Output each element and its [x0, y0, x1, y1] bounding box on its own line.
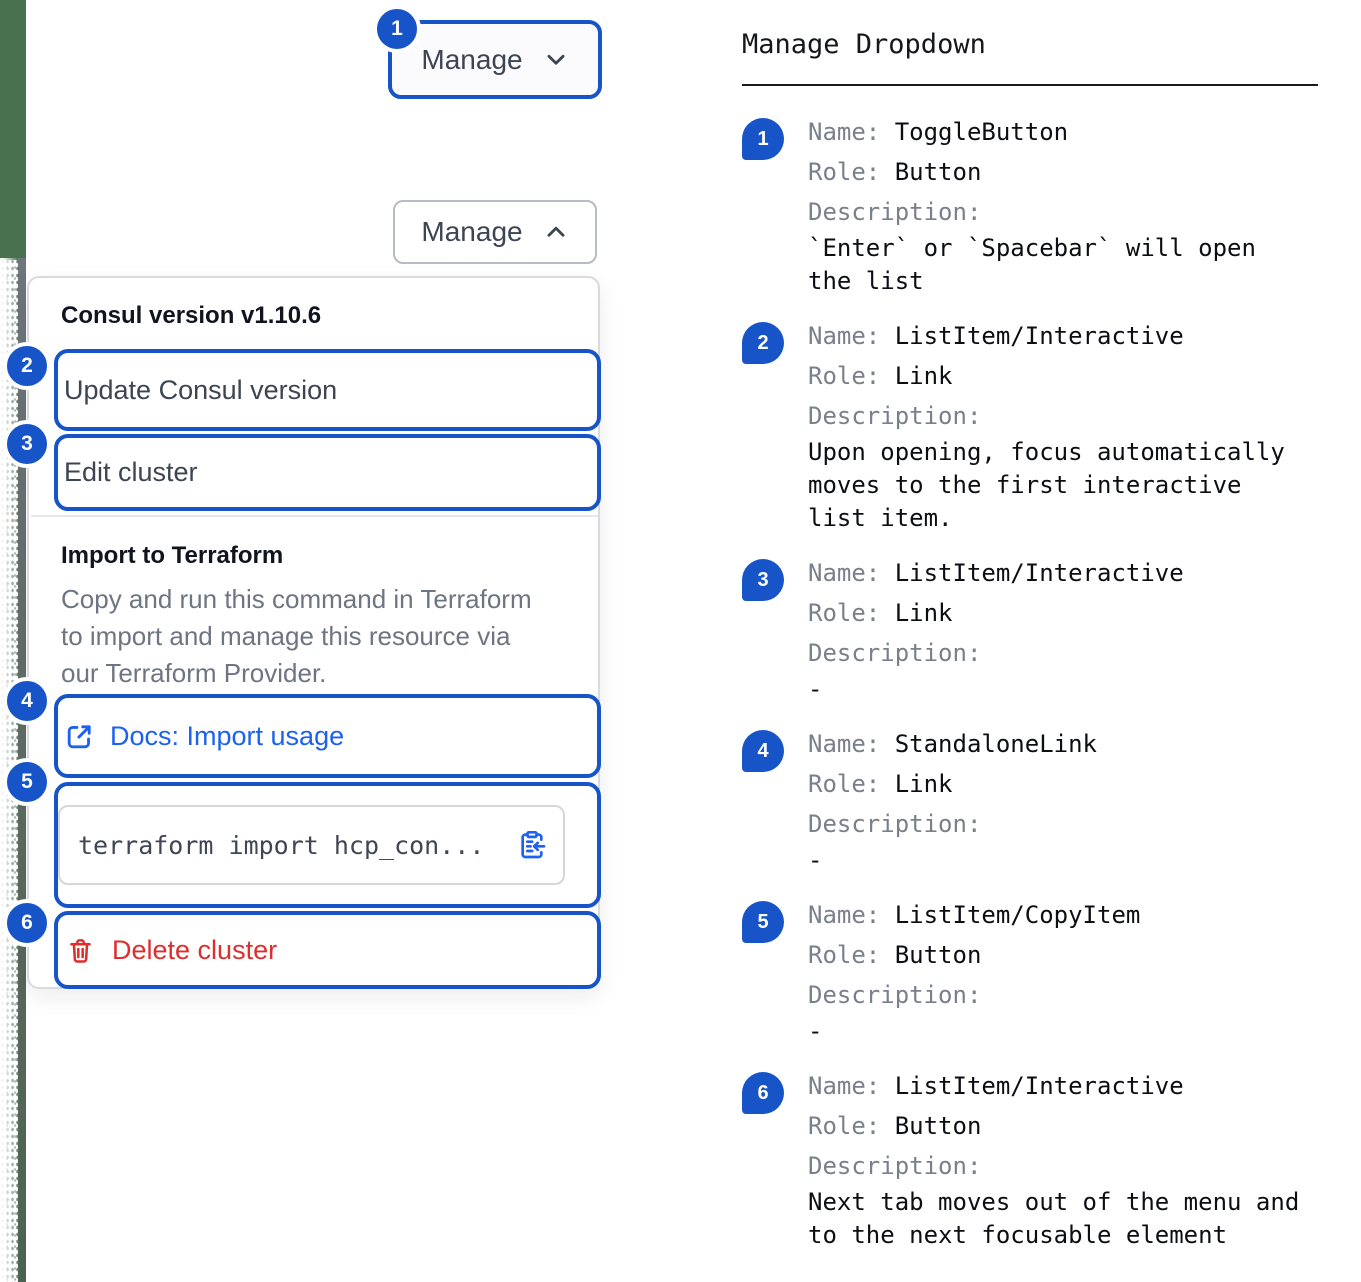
legend-role-line: Role: Link — [808, 362, 953, 390]
annotation-badge-1: 1 — [373, 5, 421, 53]
legend-item-1: 1 Name: ToggleButton Role: Button Descri… — [742, 112, 1342, 298]
legend-description-label: Description: — [808, 198, 982, 226]
menu-item-delete-cluster[interactable]: Delete cluster — [54, 911, 601, 989]
legend-name-line: Name: ListItem/CopyItem — [808, 901, 1141, 929]
legend-description-value: - — [808, 1017, 823, 1045]
annotation-badge-5: 5 — [3, 758, 51, 806]
legend-name-line: Name: ToggleButton — [808, 118, 1069, 146]
trash-icon — [70, 938, 91, 963]
legend-description-value: `Enter` or `Spacebar` will open the list — [808, 234, 1256, 295]
legend-badge-1: 1 — [742, 118, 784, 160]
chevron-up-icon — [547, 226, 565, 237]
copy-command-field: terraform import hcp_con... — [58, 805, 565, 885]
legend-name-line: Name: ListItem/Interactive — [808, 1072, 1184, 1100]
manage-toggle-label: Manage — [421, 216, 523, 247]
legend-description-value: - — [808, 675, 823, 703]
legend-name-line: Name: ListItem/Interactive — [808, 559, 1184, 587]
legend-title: Manage Dropdown — [742, 29, 986, 60]
legend-description-label: Description: — [808, 981, 982, 1009]
legend-name-line: Name: ListItem/Interactive — [808, 322, 1184, 350]
external-link-icon — [67, 724, 91, 748]
clipboard-copy-button[interactable] — [516, 829, 548, 861]
terraform-section-description: Copy and run this command in Terraform t… — [61, 584, 532, 688]
legend-role-line: Role: Button — [808, 158, 982, 186]
legend-badge-2: 2 — [742, 322, 784, 364]
chevron-down-icon — [547, 54, 565, 65]
page-edge-green-strip — [0, 0, 26, 260]
legend-description-value: - — [808, 846, 823, 874]
terraform-command-text: terraform import hcp_con... — [78, 830, 485, 860]
annotation-badge-4: 4 — [3, 677, 51, 725]
legend-badge-5: 5 — [742, 901, 784, 943]
annotation-badge-6: 6 — [3, 899, 51, 947]
consul-version-header: Consul version v1.10.6 — [61, 302, 322, 329]
legend-description-value: Next tab moves out of the menu and to th… — [808, 1188, 1300, 1249]
legend-item-5: 5 Name: ListItem/CopyItem Role: Button D… — [742, 895, 1342, 1048]
annotation-badge-2: 2 — [3, 342, 51, 390]
annotation-badge-3: 3 — [3, 420, 51, 468]
legend-divider — [742, 84, 1318, 86]
docs-import-usage-link[interactable]: Docs: Import usage — [54, 694, 601, 778]
legend-item-4: 4 Name: StandaloneLink Role: Link Descri… — [742, 724, 1342, 877]
legend-badge-3: 3 — [742, 559, 784, 601]
terraform-section-title: Import to Terraform — [61, 542, 284, 569]
copy-command-section: terraform import hcp_con... — [54, 782, 601, 908]
legend-badge-6: 6 — [742, 1072, 784, 1114]
menu-item-edit-cluster[interactable]: Edit cluster — [54, 434, 601, 511]
legend-role-line: Role: Button — [808, 941, 982, 969]
legend-description-label: Description: — [808, 1152, 982, 1180]
manage-toggle-button-closed[interactable]: Manage — [388, 20, 602, 99]
legend-item-6: 6 Name: ListItem/Interactive Role: Butto… — [742, 1066, 1342, 1252]
legend-description-label: Description: — [808, 639, 982, 667]
menu-divider — [31, 515, 598, 517]
legend-role-line: Role: Link — [808, 599, 953, 627]
legend-item-3: 3 Name: ListItem/Interactive Role: Link … — [742, 553, 1342, 706]
legend-description-value: Upon opening, focus automatically moves … — [808, 438, 1285, 532]
menu-item-update-consul-version[interactable]: Update Consul version — [54, 349, 601, 431]
legend-name-line: Name: StandaloneLink — [808, 730, 1097, 758]
legend-item-2: 2 Name: ListItem/Interactive Role: Link … — [742, 316, 1342, 535]
manage-toggle-button-open[interactable]: Manage — [393, 200, 597, 264]
clipboard-copy-icon — [521, 831, 546, 859]
legend-description-label: Description: — [808, 402, 982, 430]
legend-panel: Manage Dropdown 1 Name: ToggleButton Rol… — [742, 28, 1342, 1270]
legend-role-line: Role: Button — [808, 1112, 982, 1140]
legend-description-label: Description: — [808, 810, 982, 838]
legend-badge-4: 4 — [742, 730, 784, 772]
manage-toggle-label: Manage — [421, 43, 523, 75]
legend-role-line: Role: Link — [808, 770, 953, 798]
